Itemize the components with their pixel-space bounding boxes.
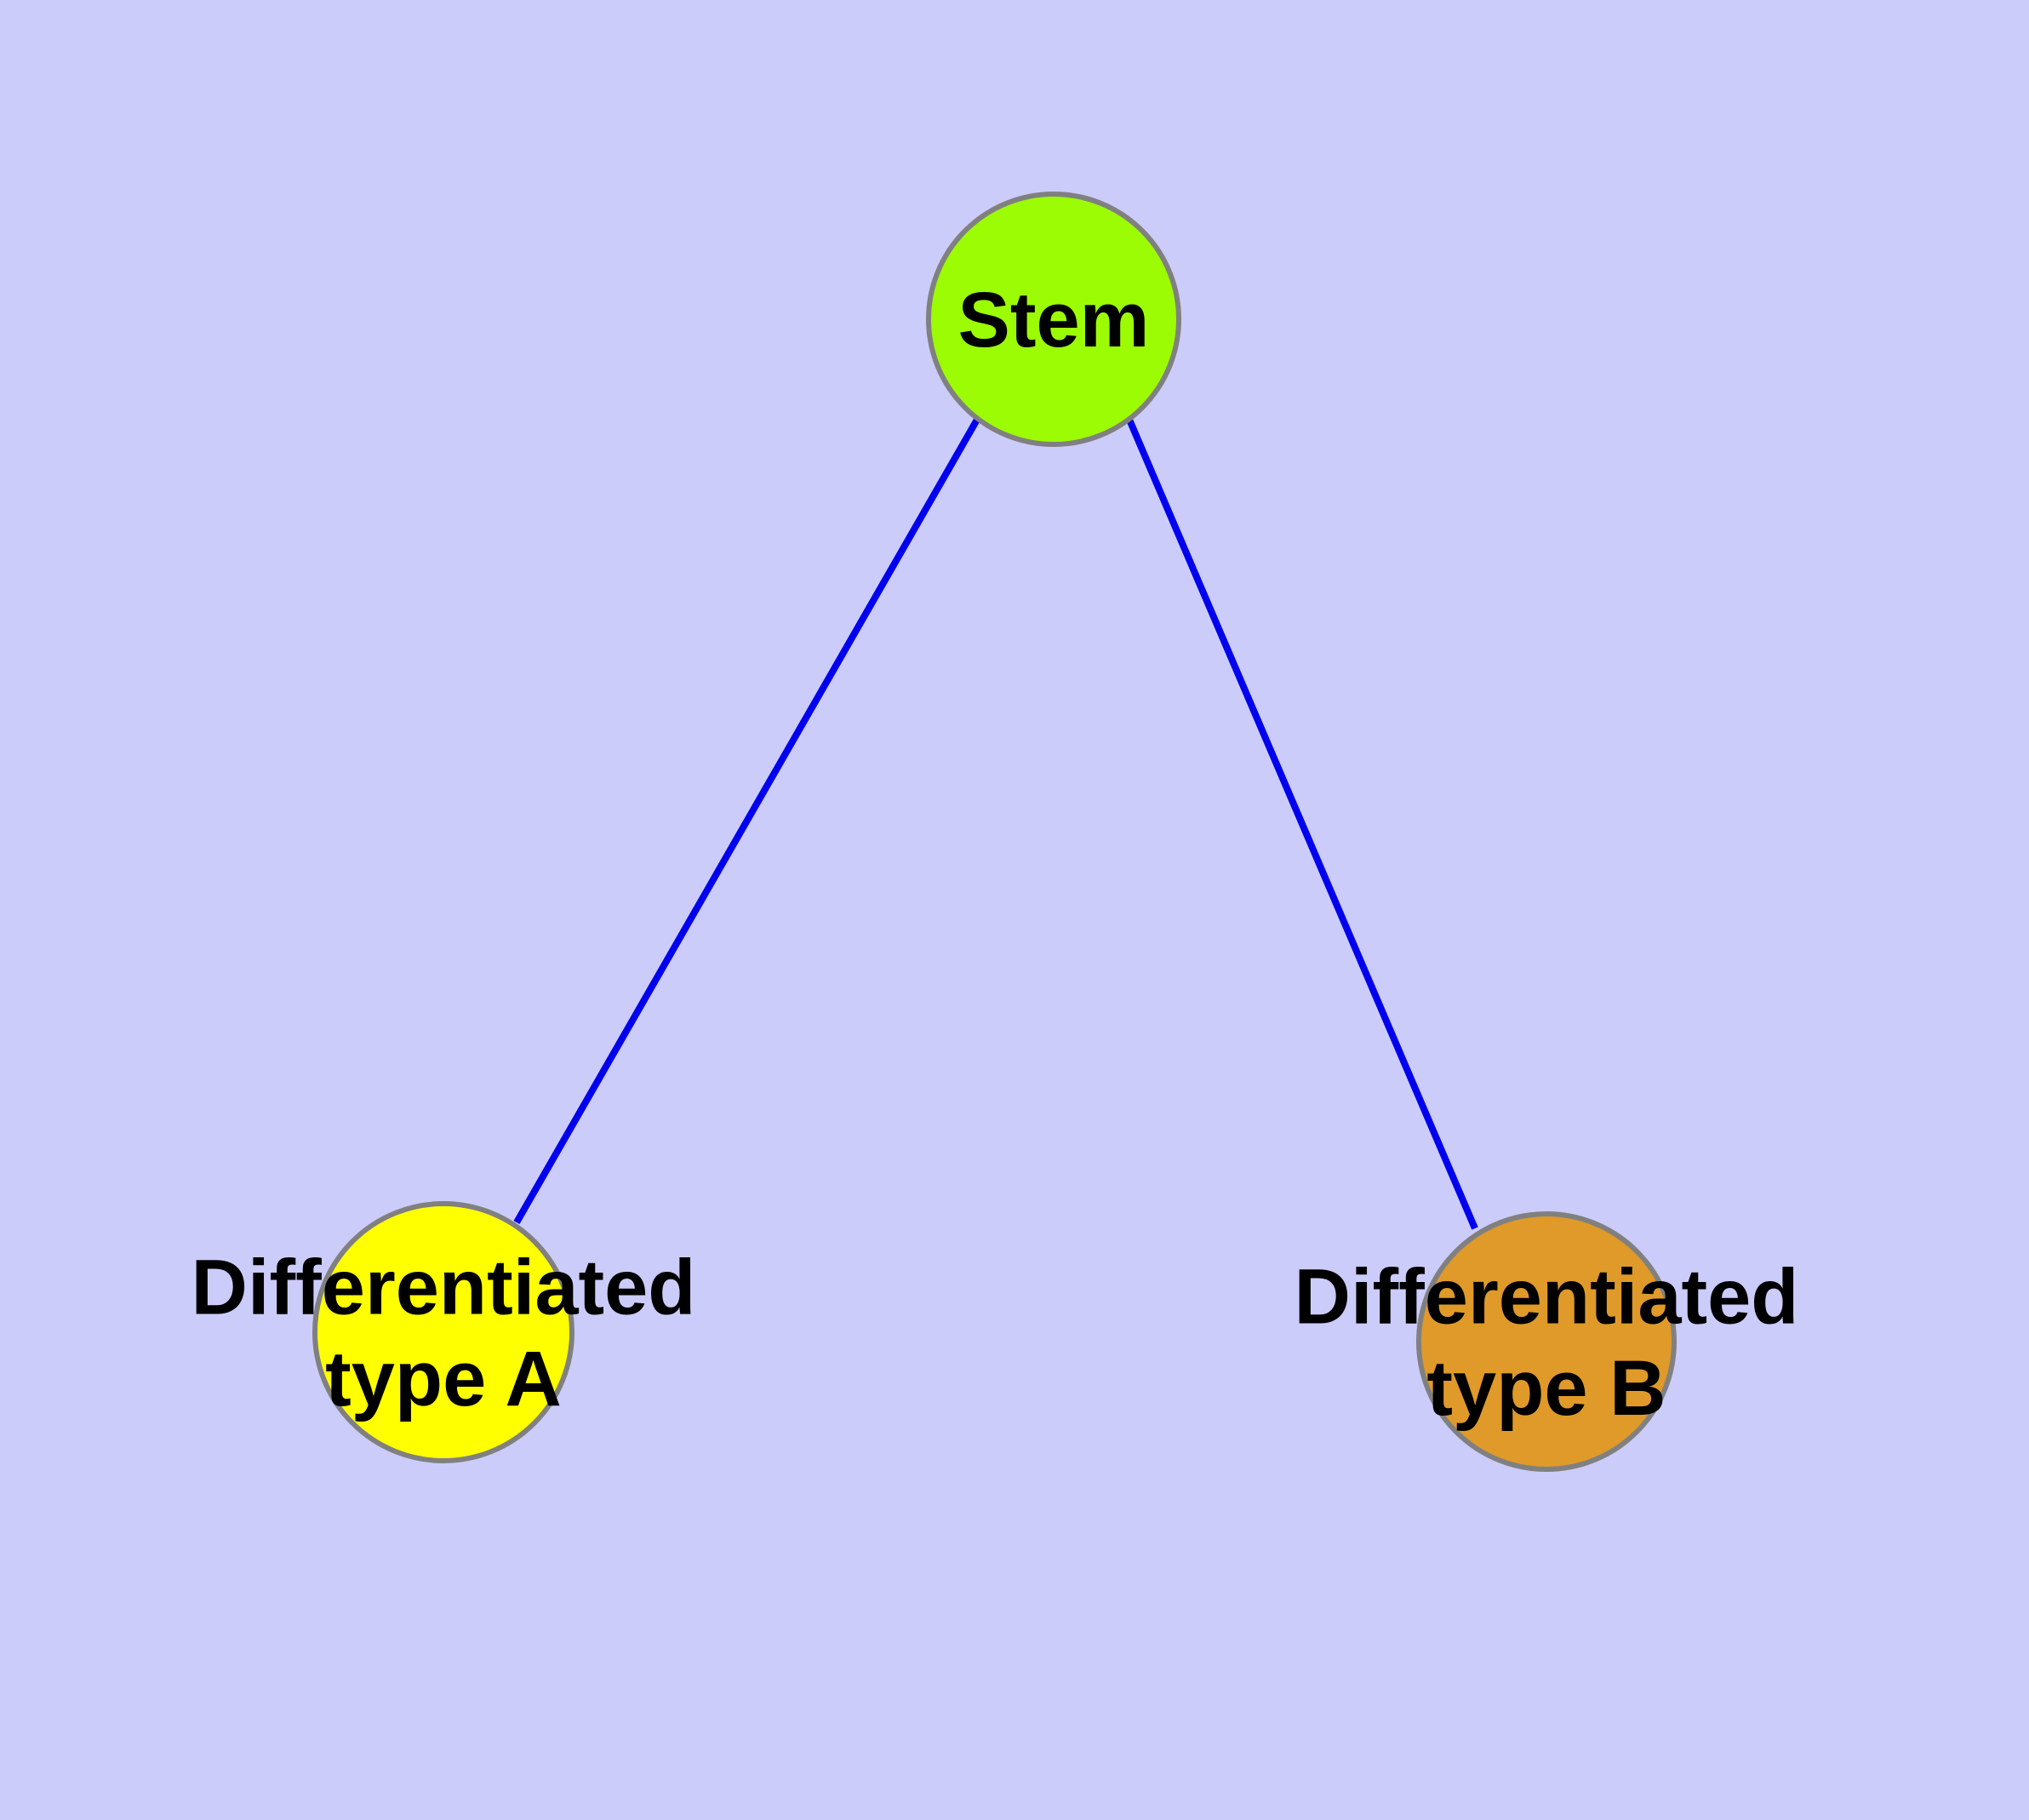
graph-node-label-line: type A — [325, 1336, 562, 1422]
graph-node-diff_b[interactable] — [1416, 1211, 1677, 1472]
graph-node-label-line: Differentiated — [1295, 1253, 1799, 1340]
graph-node-label-line: type B — [1426, 1345, 1666, 1432]
graph-node-label-line: Stem — [958, 277, 1150, 363]
graph-node-label-stem: Stem — [958, 277, 1150, 363]
graph-node-label-line: Differentiated — [191, 1244, 696, 1331]
edges-layer — [513, 418, 1478, 1230]
graph-edge-stem-to-diff-a — [513, 418, 980, 1224]
graph-edge-stem-to-diff-b — [1126, 418, 1478, 1230]
graph-node-stem[interactable] — [926, 192, 1181, 447]
nodes-layer — [312, 192, 1677, 1472]
graph-node-diff_a[interactable] — [312, 1201, 574, 1463]
